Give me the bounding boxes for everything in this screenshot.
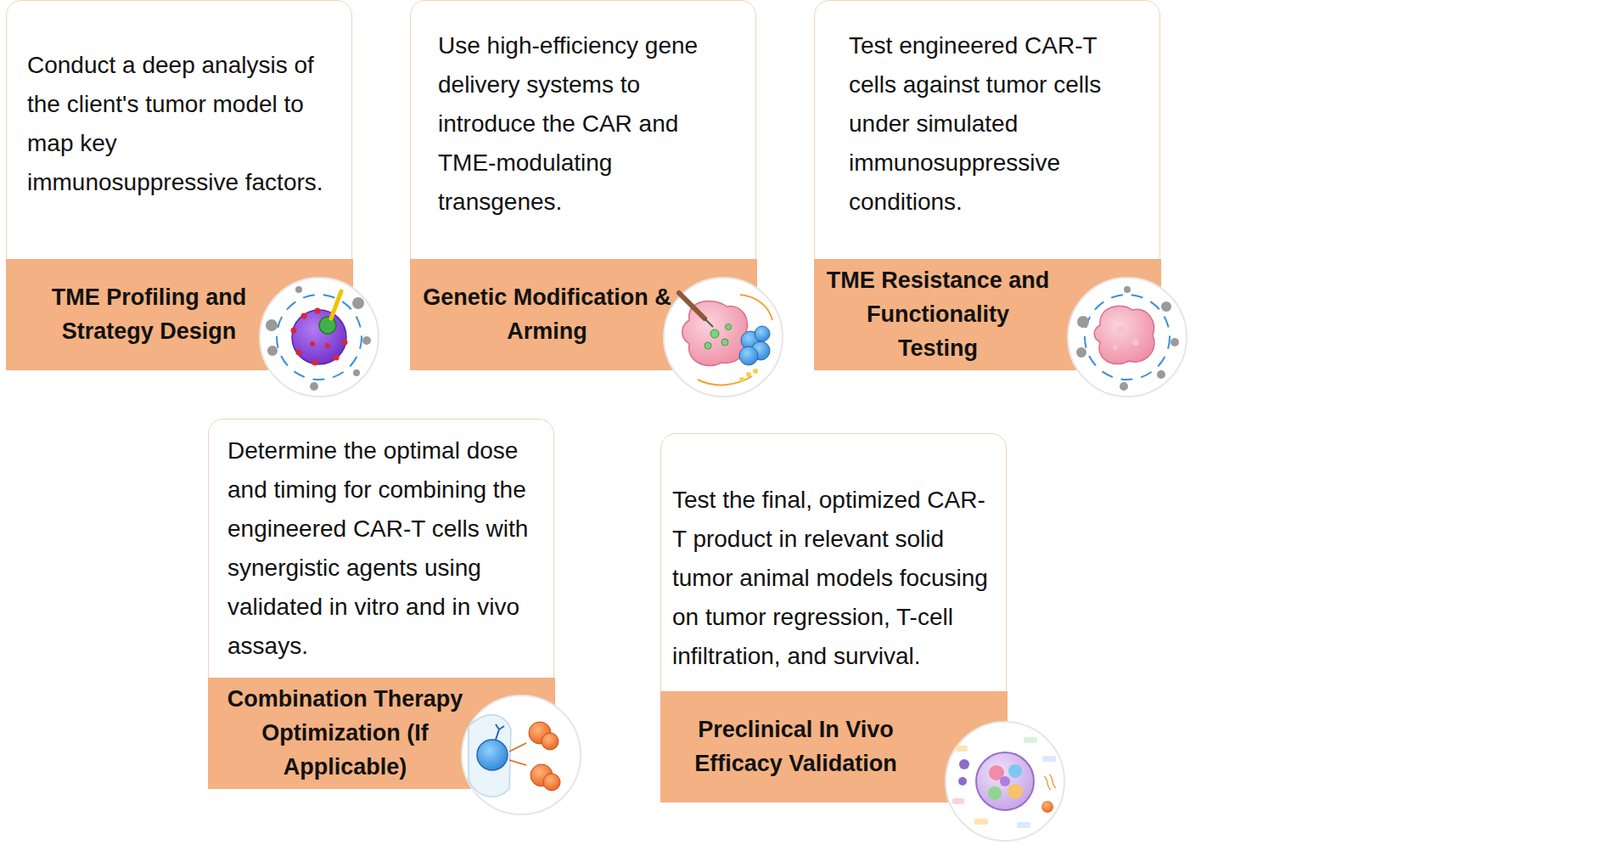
process-card: Determine the optimal dose and timing fo… (207, 418, 555, 788)
process-card: Conduct a deep analysis of the client's … (5, 0, 353, 370)
title-band: TME Profiling and Strategy Design (5, 258, 354, 371)
tumor-cells (528, 721, 561, 791)
small-cells (958, 758, 970, 786)
particles (265, 286, 371, 391)
card-body: Test the final, optimized CAR-T product … (661, 433, 1006, 691)
process-card: Test the final, optimized CAR-T product … (660, 432, 1007, 802)
step-title: Combination Therapy Optimization (If App… (209, 677, 482, 789)
icon-circle (461, 695, 581, 815)
tme-profiling-icon (259, 277, 379, 397)
card-body: Test engineered CAR-T cells against tumo… (814, 0, 1160, 259)
small-squiggle (1044, 774, 1056, 790)
car-receptor (495, 724, 505, 740)
tumor-cell (1094, 305, 1155, 364)
process-card: Use high-efficiency gene delivery system… (409, 0, 757, 370)
step-description: Test engineered CAR-T cells against tumo… (848, 26, 1138, 222)
orange-arrow (697, 376, 753, 385)
card-body: Conduct a deep analysis of the client's … (6, 0, 352, 259)
small-tumor (1041, 800, 1054, 813)
icon-circle (259, 277, 379, 397)
syringe (679, 292, 705, 319)
syringe-needle (704, 318, 713, 327)
arrow-ring (276, 294, 362, 380)
combination-therapy-icon (461, 695, 581, 815)
step-description: Test the final, optimized CAR-T product … (672, 480, 989, 676)
step-title: Genetic Modification & Arming (413, 258, 682, 371)
t-cell (477, 739, 508, 770)
genetic-modification-icon (663, 277, 783, 397)
yellow-dots (739, 368, 758, 382)
card-body: Use high-efficiency gene delivery system… (410, 0, 756, 259)
cell-body (976, 752, 1034, 810)
attack-lines (509, 742, 527, 765)
orange-arrow (740, 294, 773, 320)
step-description: Determine the optimal dose and timing fo… (227, 431, 540, 666)
step-title: TME Profiling and Strategy Design (9, 258, 290, 371)
arrow-ring (1084, 294, 1170, 380)
icon-circle (663, 277, 783, 397)
particles (1076, 286, 1179, 391)
card-body: Determine the optimal dose and timing fo… (208, 419, 554, 678)
in-vivo-validation-icon (945, 721, 1065, 841)
cell-body (291, 309, 347, 365)
title-band: Combination Therapy Optimization (If App… (207, 677, 556, 789)
step-title: TME Resistance and Functionality Testing (825, 258, 1051, 371)
title-band: Preclinical In Vivo Efficacy Validation (660, 690, 1008, 803)
inserted-genes (704, 324, 732, 350)
yellow-probe (331, 291, 342, 319)
icon-circle (945, 721, 1065, 841)
title-band: Genetic Modification & Arming (409, 258, 758, 371)
tiny-tags (952, 736, 1056, 828)
tumor-cell (682, 300, 748, 365)
step-description: Use high-efficiency gene delivery system… (437, 26, 734, 222)
title-band: TME Resistance and Functionality Testing (814, 258, 1162, 371)
process-card: Test engineered CAR-T cells against tumo… (814, 0, 1161, 370)
receptor-dots (291, 308, 349, 366)
icon-circle (1067, 277, 1187, 397)
step-description: Conduct a deep analysis of the client's … (27, 45, 330, 203)
tme-resistance-icon (1067, 277, 1187, 397)
green-nucleus (319, 316, 337, 334)
blue-cells (739, 325, 770, 365)
organelles (988, 763, 1023, 800)
cell-spots (1112, 325, 1140, 350)
step-title: Preclinical In Vivo Efficacy Validation (668, 690, 924, 803)
dish (468, 714, 511, 797)
